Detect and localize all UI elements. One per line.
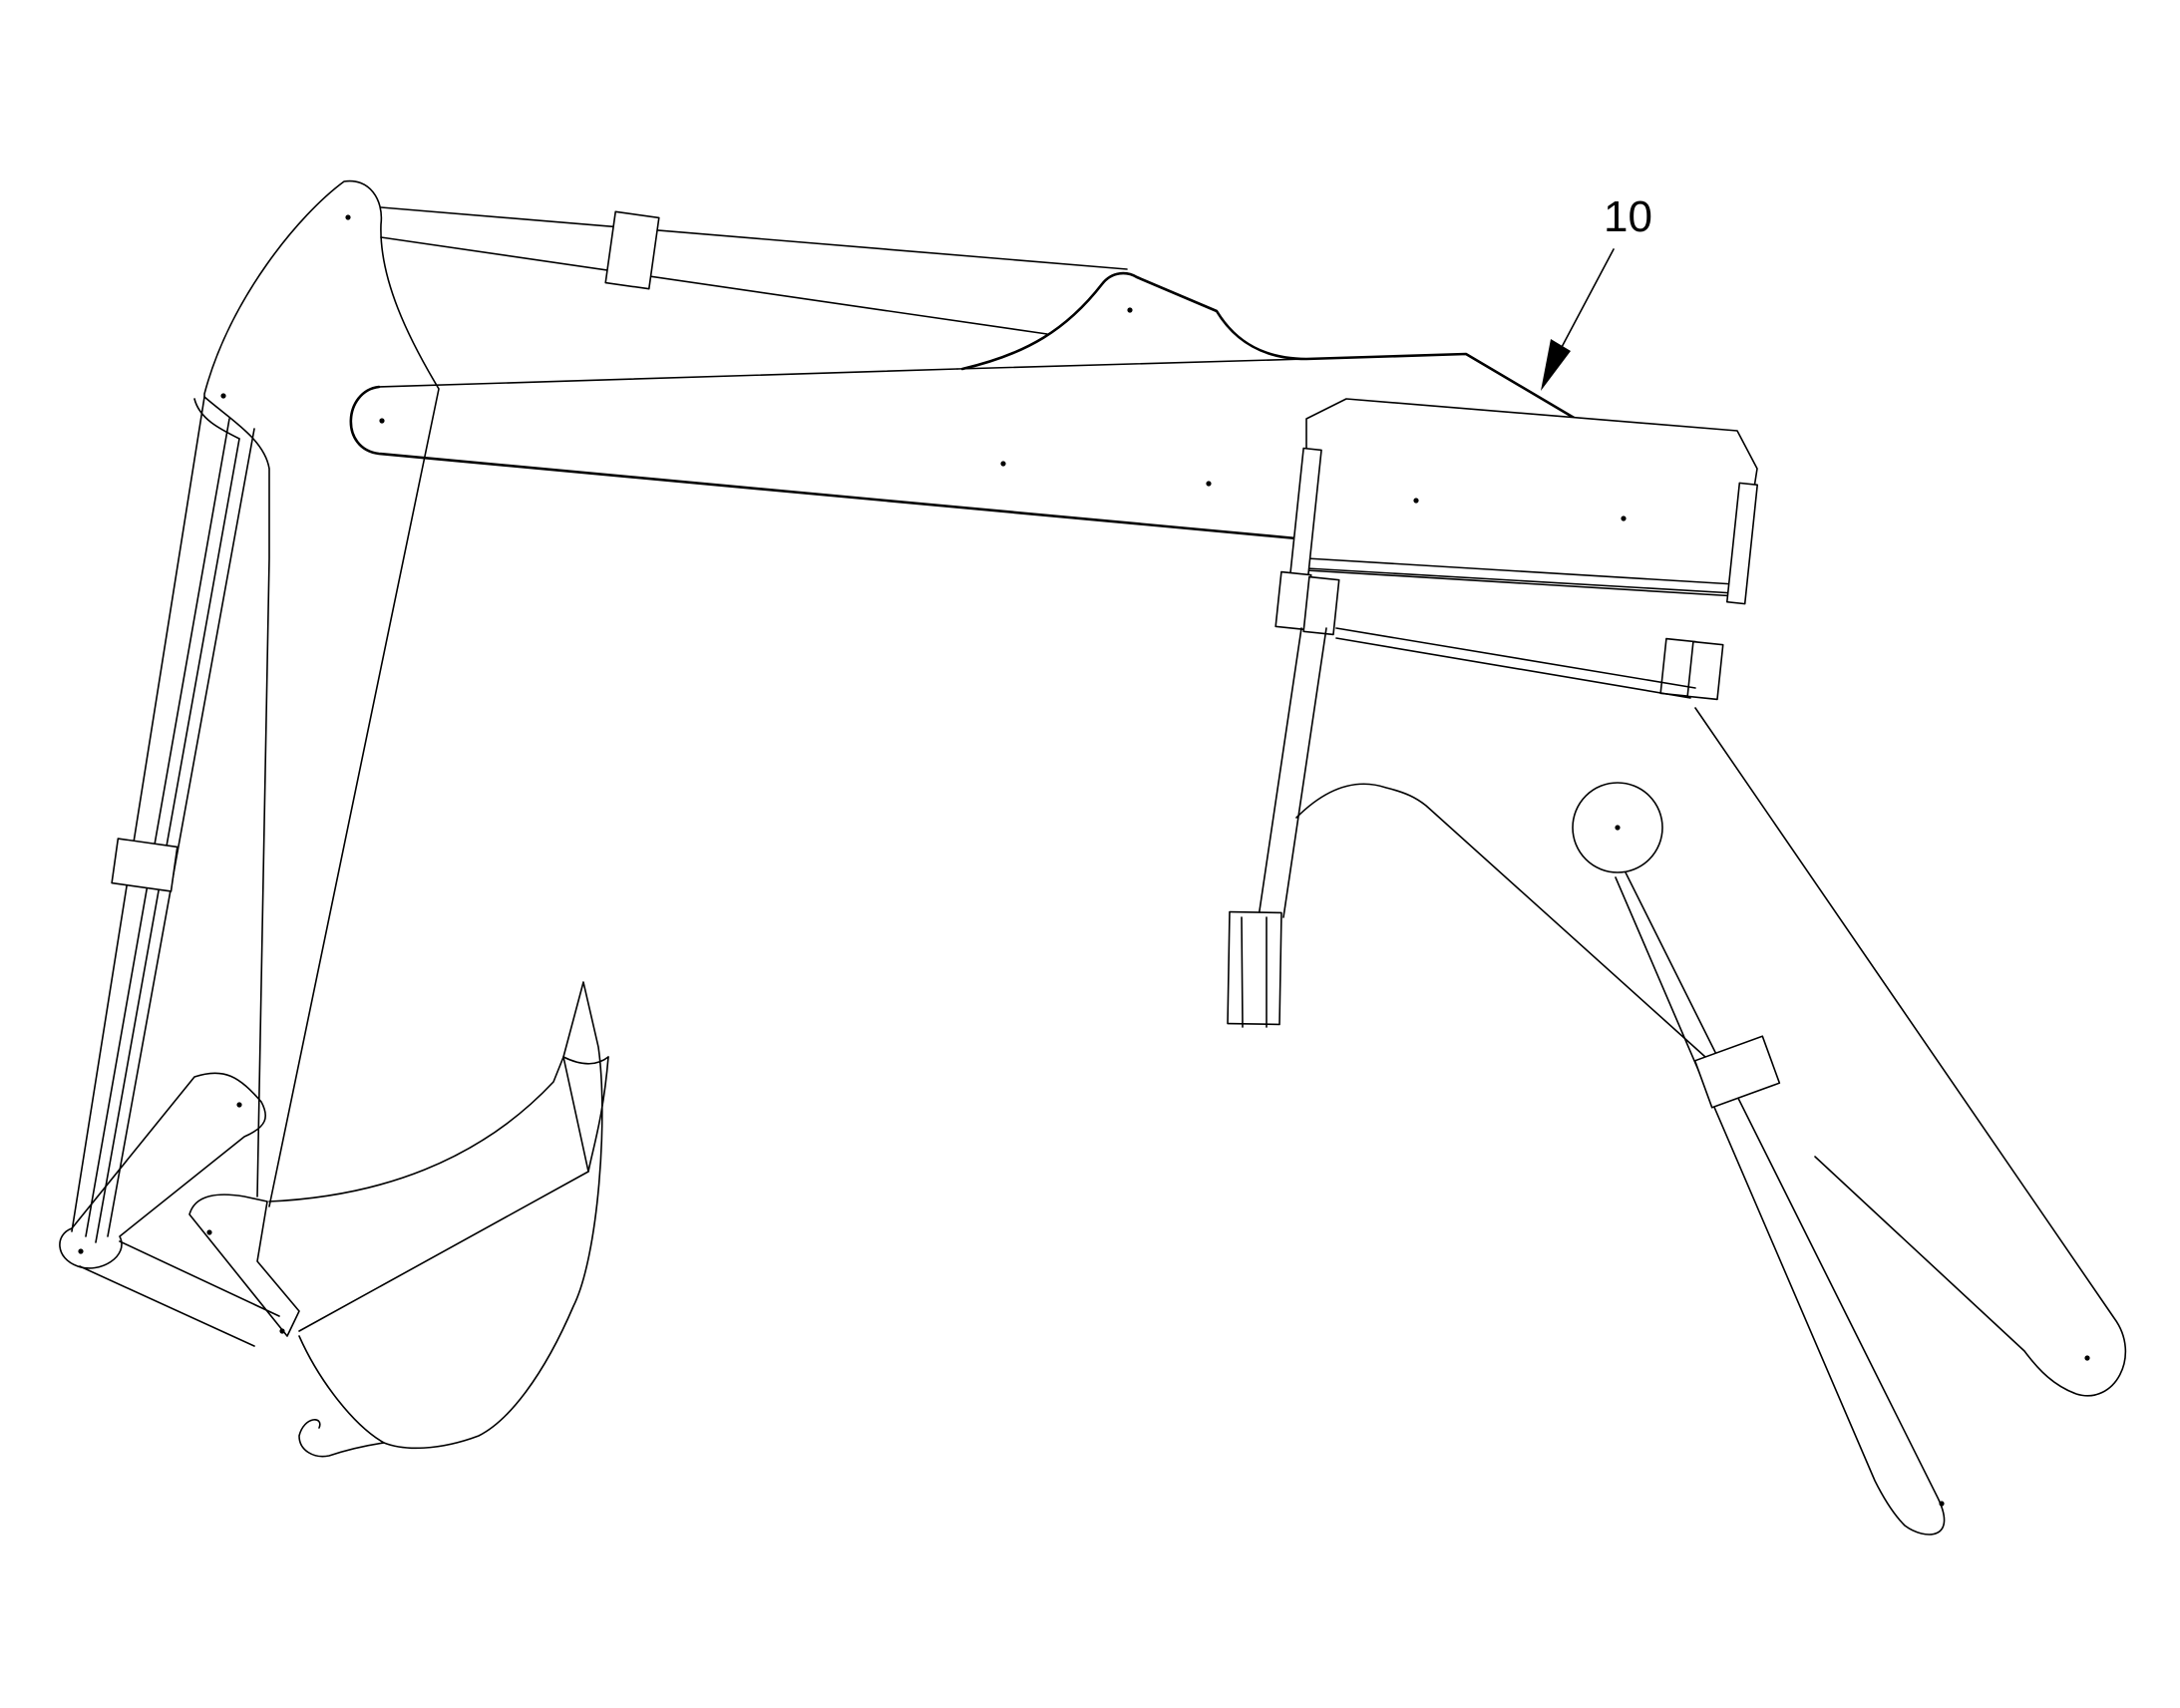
boom-pin-1 [1000, 461, 1006, 467]
boom-hump-pin [1127, 307, 1133, 313]
stick-cylinder-collar [111, 838, 179, 892]
left-handle-end-pin [1939, 1501, 1945, 1507]
bucket-pin-upper [206, 1229, 212, 1235]
stick-arm [193, 179, 440, 1207]
bucket-pin-lower [279, 1328, 285, 1334]
bucket [188, 981, 609, 1458]
reference-numeral: 10 [1604, 192, 1652, 241]
stabilizer-foot [1227, 910, 1282, 1026]
stick-top-pin [345, 214, 351, 220]
handle-collar [1693, 1035, 1781, 1109]
boom [349, 271, 1578, 540]
frame-right-plate [1725, 482, 1759, 605]
right-handle-end-pin [2084, 1355, 2090, 1361]
frame-pin-1 [1413, 498, 1419, 504]
boom-pin-2 [1206, 481, 1212, 487]
boom-tip-pin [379, 418, 385, 424]
frame-left-block-2 [1302, 575, 1340, 636]
boom-cylinder [380, 206, 1128, 335]
leader-arrowhead [1541, 339, 1571, 391]
frame-pin-2 [1621, 515, 1627, 521]
boom-cylinder-collar [604, 210, 660, 290]
link-bottom-pin [78, 1248, 84, 1254]
handle-assembly [1295, 707, 2127, 1536]
stick-cylinder [71, 396, 255, 1243]
bucket-linkage [59, 1072, 280, 1347]
link-top-pin [236, 1102, 242, 1108]
knob-center-pin [1615, 825, 1621, 831]
reference-numeral-group: 10 [1541, 192, 1652, 391]
stabilizer-rod [1227, 627, 1327, 1028]
leader-line [1560, 248, 1615, 350]
mounting-frame [1274, 398, 1759, 701]
stick-mid-pin [220, 393, 226, 399]
frame-right-block-2 [1686, 640, 1724, 701]
